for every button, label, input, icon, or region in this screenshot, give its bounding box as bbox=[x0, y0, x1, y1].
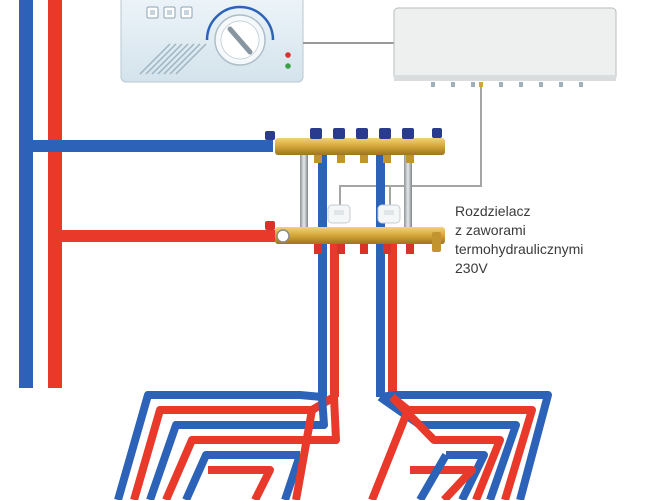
caption-line-2: z zaworami bbox=[455, 222, 526, 238]
main-risers bbox=[19, 0, 62, 388]
loop-risers bbox=[318, 152, 397, 397]
supply-branch-pipe bbox=[62, 230, 275, 242]
terminal-icons bbox=[431, 82, 583, 87]
manifold-caption: Rozdzielacz z zaworami termohydrauliczny… bbox=[455, 202, 645, 278]
room-thermostat bbox=[120, 0, 304, 83]
led-icon bbox=[285, 52, 291, 69]
return-outlets bbox=[314, 155, 414, 163]
heating-loop-1 bbox=[114, 391, 340, 500]
return-manifold bbox=[265, 128, 445, 163]
thermostat-body bbox=[120, 0, 304, 83]
valve-icon bbox=[265, 128, 442, 140]
thermostat-vent bbox=[139, 43, 207, 75]
supply-outlets bbox=[314, 244, 414, 254]
dial-icon bbox=[205, 5, 275, 66]
return-branch-pipe bbox=[33, 140, 273, 152]
caption-line-1: Rozdzielacz bbox=[455, 203, 531, 219]
caption-line-3: termohydraulicznymi bbox=[455, 241, 584, 257]
caption-line-4: 230V bbox=[455, 260, 488, 276]
return-manifold-bar bbox=[275, 138, 445, 155]
control-box bbox=[393, 7, 617, 87]
button-icon bbox=[146, 6, 193, 19]
supply-riser bbox=[48, 0, 62, 388]
supply-manifold bbox=[265, 221, 445, 254]
actuator-icon bbox=[327, 204, 401, 224]
manifold-feed-pipes bbox=[33, 140, 275, 242]
return-riser bbox=[19, 0, 33, 388]
thermometer-icon bbox=[276, 229, 290, 243]
supply-manifold-bar bbox=[275, 227, 445, 244]
heating-loop-2 bbox=[368, 391, 552, 500]
manifold-brackets bbox=[300, 150, 412, 242]
control-box-body bbox=[393, 7, 617, 81]
